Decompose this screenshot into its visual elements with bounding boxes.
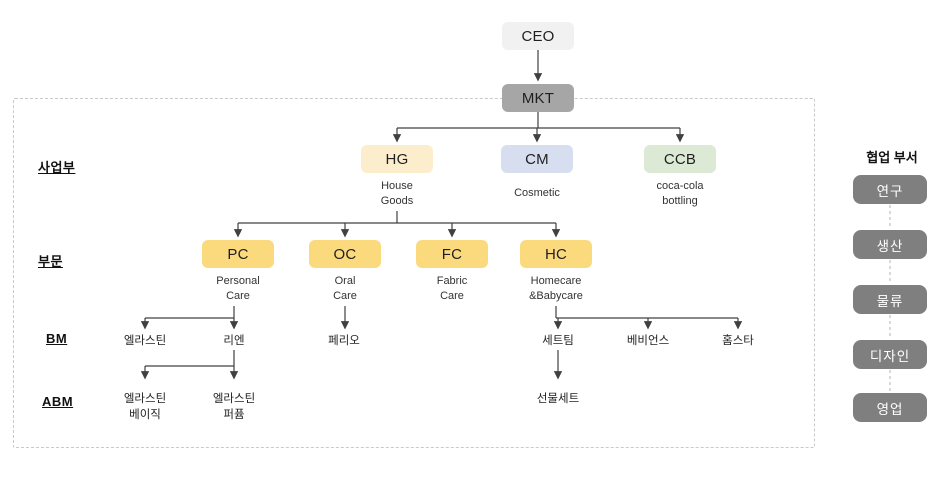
- collab-box-research: 연구: [853, 175, 927, 204]
- row-label-divisions: 사업부: [38, 160, 76, 175]
- department-node-fc: FC: [416, 240, 488, 268]
- division-label-ccb: coca-cola bottling: [656, 180, 704, 207]
- department-node-hc: HC: [520, 240, 592, 268]
- collab-box-logistics: 물류: [853, 285, 927, 314]
- department-node-pc: PC: [202, 240, 274, 268]
- bm-label-homestar: 홈스타: [722, 335, 754, 347]
- division-label-cm: Cosmetic: [514, 187, 560, 199]
- collab-panel-title: 협업 부서: [866, 150, 918, 165]
- row-label-departments: 부문: [38, 254, 63, 269]
- abm-label-gift-set: 선물세트: [536, 393, 580, 405]
- bm-label-set-team: 세트팀: [542, 335, 574, 347]
- division-node-hg: HG: [361, 145, 433, 173]
- department-label-fc: Fabric Care: [436, 275, 468, 302]
- division-label-hg: House Goods: [380, 180, 414, 207]
- collab-box-sales: 영업: [853, 393, 927, 422]
- row-label-bm: BM: [46, 331, 68, 346]
- department-label-pc: Personal Care: [216, 275, 260, 302]
- division-node-cm: CM: [501, 145, 573, 173]
- abm-label-elastine-basic: 엘라스틴 베이직: [123, 393, 167, 421]
- collab-box-production: 생산: [853, 230, 927, 259]
- abm-label-elastine-perfume: 엘라스틴 퍼퓸: [212, 393, 256, 421]
- department-node-oc: OC: [309, 240, 381, 268]
- bm-label-perioe: 페리오: [328, 335, 360, 347]
- department-label-oc: Oral Care: [333, 275, 357, 302]
- bm-label-reen: 리엔: [223, 335, 245, 347]
- mkt-node: MKT: [502, 84, 574, 112]
- bm-label-elastine: 엘라스틴: [123, 335, 167, 347]
- ceo-node: CEO: [502, 22, 574, 50]
- bm-label-babience: 베비언스: [626, 335, 670, 347]
- dashed-boundary-frame: [13, 98, 815, 448]
- row-label-abm: ABM: [42, 394, 74, 409]
- collab-box-design: 디자인: [853, 340, 927, 369]
- department-label-hc: Homecare &Babycare: [529, 275, 583, 302]
- division-node-ccb: CCB: [644, 145, 716, 173]
